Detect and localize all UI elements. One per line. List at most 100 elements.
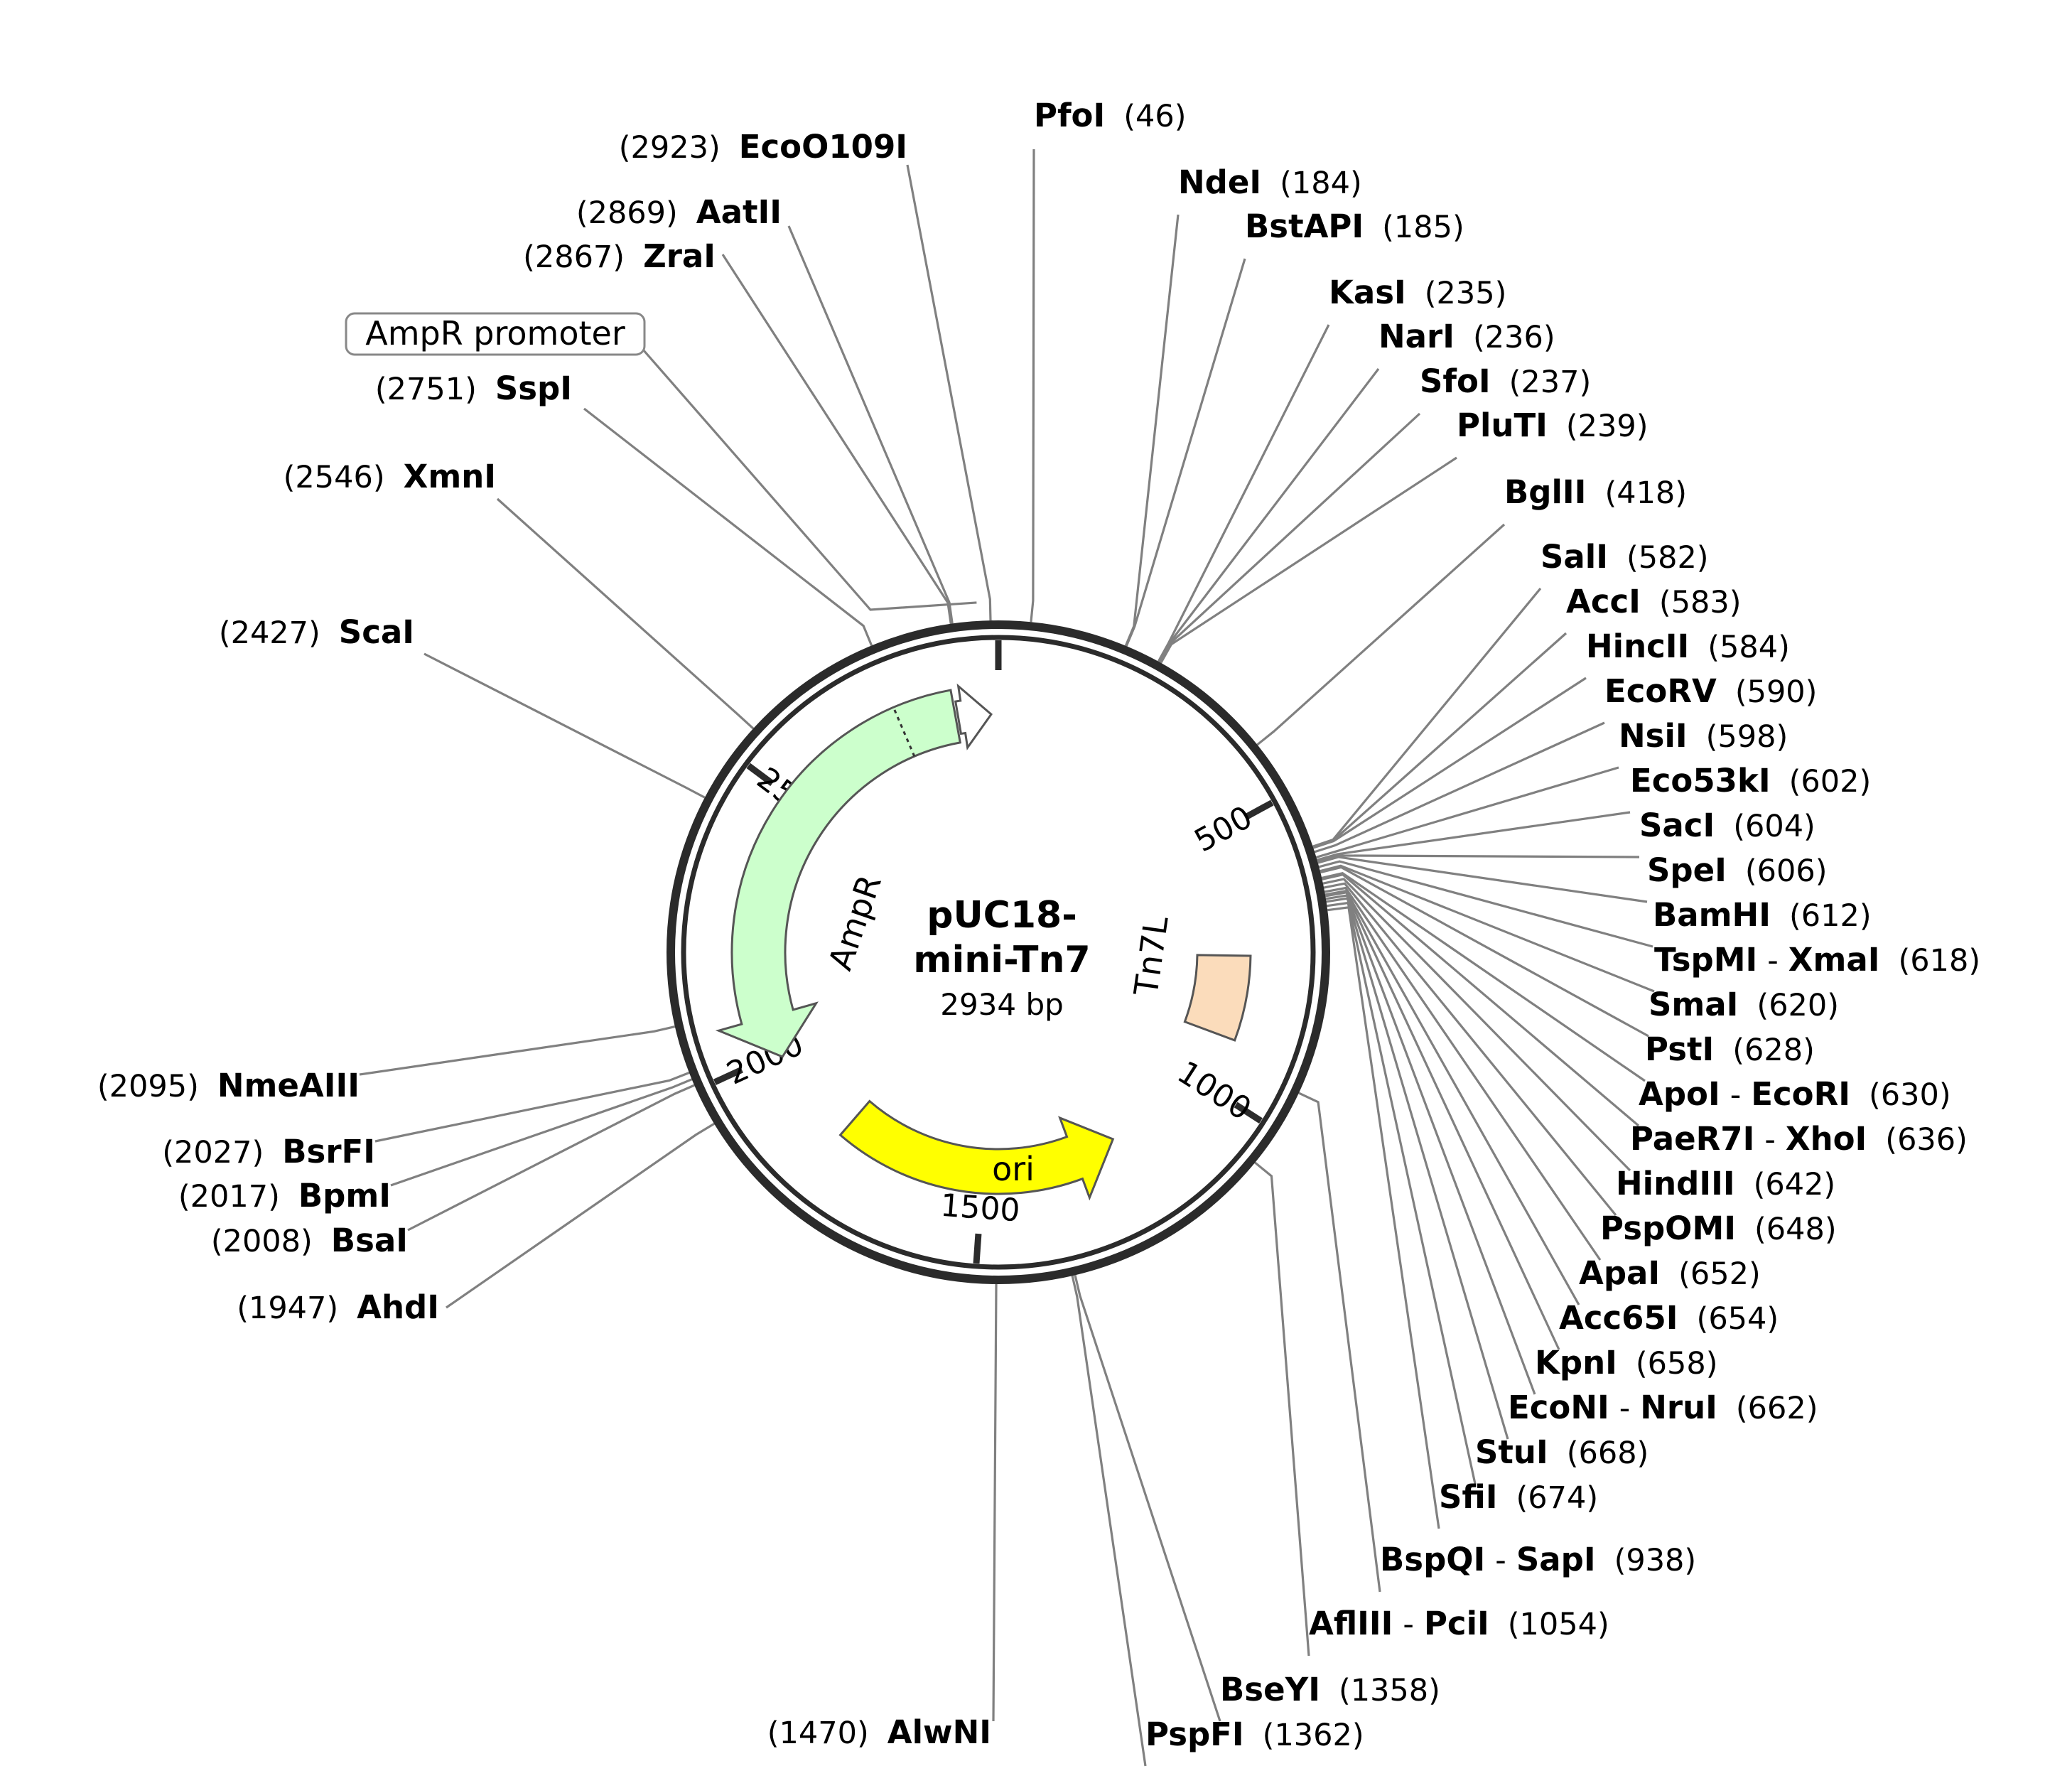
site-label-ndei: NdeI(184) [1178, 163, 1362, 201]
cut-position: (2017) [178, 1179, 280, 1215]
cut-position: (239) [1566, 409, 1649, 444]
enzyme-name: EcoNI [1508, 1389, 1609, 1426]
enzyme-name: PstI [1645, 1030, 1714, 1068]
site-labels: PfoI(46)NdeI(184)BstAPI(185)KasI(235)Nar… [97, 97, 1980, 1753]
leader-line [1320, 864, 1655, 993]
leader-line [721, 254, 952, 625]
site-label-ecoo109i: (2923)EcoO109I [619, 128, 907, 166]
leader-line [1312, 632, 1568, 849]
cut-position: (2869) [576, 195, 678, 231]
enzyme-name: AccI [1566, 583, 1641, 620]
leader-line [1314, 721, 1605, 853]
enzyme-name: AhdI [357, 1288, 439, 1326]
cut-position: (654) [1697, 1301, 1779, 1337]
leader-line [992, 1283, 998, 1722]
leader-line [1298, 1092, 1381, 1593]
leader-line [407, 1084, 695, 1232]
site-leader-lines [359, 149, 1655, 1767]
site-label-spei: SpeI(606) [1647, 851, 1828, 889]
cut-position: (648) [1754, 1212, 1837, 1247]
leader-line [1324, 886, 1602, 1261]
backbone-outer-strand [667, 620, 1330, 1284]
cut-position: (674) [1516, 1480, 1599, 1516]
name-separator: - [1403, 1607, 1414, 1642]
enzyme-name: SalI [1540, 538, 1608, 576]
site-label-eco53ki: Eco53kI(602) [1630, 762, 1871, 799]
enzyme-name: XmaI [1788, 941, 1880, 979]
site-label-bglii: BglII(418) [1504, 473, 1687, 511]
cut-position: (2923) [619, 130, 721, 166]
leader-line [1158, 412, 1421, 663]
enzyme-name: NarI [1378, 318, 1455, 355]
cut-position: (2751) [375, 372, 477, 407]
feature-ampr-promoter-arrow [954, 683, 993, 750]
cut-position: (1054) [1508, 1607, 1609, 1642]
site-label-apoi-ecori: ApoI-EcoRI(630) [1639, 1075, 1951, 1113]
feature-ori-arrow [838, 1099, 1115, 1201]
plasmid-title: pUC18- mini-Tn7 2934 bp [913, 894, 1090, 1022]
site-label-bamhi: BamHI(612) [1653, 896, 1872, 934]
site-label-pspomi: PspOMI(648) [1600, 1210, 1837, 1247]
enzyme-name: SfiI [1439, 1478, 1498, 1516]
site-label-aatii: (2869)AatII [576, 193, 782, 231]
leader-line [359, 1025, 676, 1076]
enzyme-name: TspMI [1654, 941, 1757, 979]
cut-position: (2867) [523, 239, 625, 275]
tick-label: 1000 [1171, 1054, 1258, 1127]
site-label-kasi: KasI(235) [1329, 274, 1506, 311]
leader-line [1322, 878, 1631, 1172]
enzyme-name: PluTI [1457, 406, 1548, 444]
enzyme-name: ScaI [339, 613, 414, 651]
leader-line [1030, 149, 1035, 623]
leader-line [1317, 856, 1648, 903]
enzyme-name: NmeAIII [217, 1067, 360, 1104]
cut-position: (590) [1735, 674, 1818, 710]
site-label-sali: SalI (582) [1540, 538, 1709, 576]
cut-position: (1470) [767, 1716, 869, 1751]
enzyme-name: ApoI [1639, 1075, 1720, 1113]
site-label-nsii: NsiI (598) [1619, 717, 1788, 755]
cut-position: (582) [1626, 540, 1709, 576]
site-label-xmni: (2546)XmnI [284, 458, 496, 495]
site-label-scai: (2427)ScaI [219, 613, 414, 651]
leader-line [787, 225, 954, 624]
leader-line [1327, 906, 1440, 1529]
cut-position: (662) [1736, 1391, 1818, 1426]
site-label-nari: NarI(236) [1378, 318, 1555, 355]
site-label-bsai: (2008)BsaI [211, 1222, 408, 1259]
cut-position: (584) [1707, 630, 1790, 665]
enzyme-name: BsaI [331, 1222, 408, 1259]
enzyme-name: NsiI [1619, 717, 1688, 755]
site-label-apai: ApaI(652) [1579, 1254, 1761, 1292]
site-label-afliii-pcii: AflIII-PciI(1054) [1309, 1605, 1609, 1642]
feature-ori-label: ori [992, 1150, 1035, 1188]
enzyme-name: BpmI [298, 1177, 391, 1215]
plasmid-backbone [667, 620, 1330, 1284]
enzyme-name: NdeI [1178, 163, 1261, 201]
leader-line [1318, 860, 1653, 948]
site-label-bspqi-sapi: BspQI-SapI(938) [1380, 1541, 1696, 1578]
site-label-smai: SmaI(620) [1649, 986, 1839, 1023]
leader-line [642, 348, 977, 611]
cut-position: (604) [1733, 809, 1815, 844]
plasmid-name-line2: mini-Tn7 [913, 939, 1090, 981]
cut-position: (237) [1509, 365, 1592, 400]
tick-label: 500 [1189, 799, 1258, 859]
site-label-bpmi: (2017) BpmI [178, 1177, 391, 1215]
leader-line [1256, 523, 1506, 746]
enzyme-name: XmnI [404, 458, 496, 495]
leader-line [1254, 1161, 1310, 1657]
leader-line [1321, 871, 1646, 1082]
feature-ampr-arrow [715, 689, 962, 1058]
enzyme-name: SapI [1516, 1541, 1596, 1578]
site-label-acci: AccI(583) [1566, 583, 1742, 620]
leader-line [906, 164, 992, 621]
leader-line [1312, 587, 1542, 848]
plasmid-name-line1: pUC18- [927, 894, 1077, 937]
cut-position: (598) [1706, 719, 1788, 755]
site-label-hincii: HincII(584) [1586, 628, 1790, 665]
enzyme-name: SfoI [1420, 362, 1491, 400]
enzyme-name: SpeI [1647, 851, 1727, 889]
feature-ampr-label: AmpR [821, 870, 889, 975]
